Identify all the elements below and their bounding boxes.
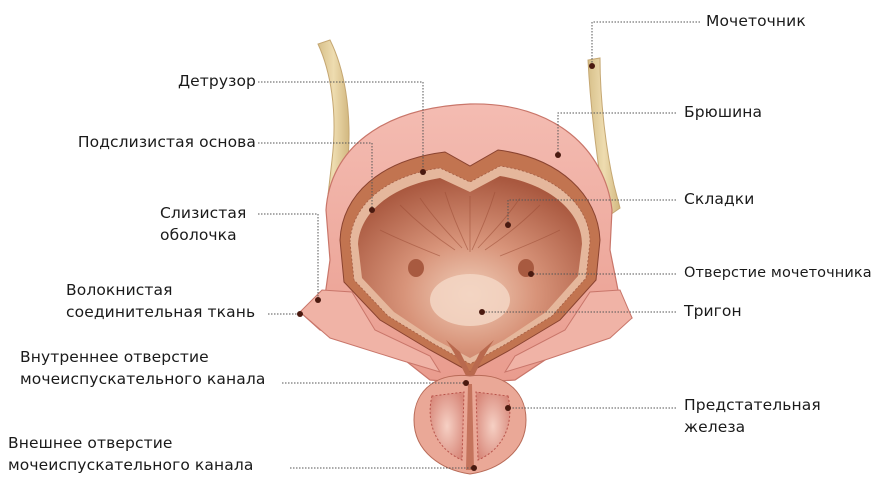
label-fibrous-tissue: Волокнистая соединительная ткань xyxy=(66,279,255,323)
label-prostate: Предстательная железа xyxy=(684,394,821,438)
label-ureteral-orifice-text: Отверстие мочеточника xyxy=(684,262,872,284)
label-fibrous-line2: соединительная ткань xyxy=(66,301,255,323)
label-prostate-line1: Предстательная xyxy=(684,394,821,416)
label-prostate-line2: железа xyxy=(684,416,821,438)
label-external-orifice-line2: мочеиспускательного канала xyxy=(8,454,253,476)
label-trigone: Тригон xyxy=(684,300,742,322)
label-internal-orifice-line2: мочеиспускательного канала xyxy=(20,368,265,390)
label-peritoneum-text: Брюшина xyxy=(684,101,762,123)
label-detrusor-text: Детрузор xyxy=(178,70,256,92)
label-external-orifice-line1: Внешнее отверстие xyxy=(8,432,253,454)
label-fibrous-line1: Волокнистая xyxy=(66,279,255,301)
label-internal-orifice: Внутреннее отверстие мочеиспускательного… xyxy=(20,346,265,390)
label-mucosa: Слизистая оболочка xyxy=(160,202,246,246)
trigone-area xyxy=(430,274,510,326)
label-internal-orifice-line1: Внутреннее отверстие xyxy=(20,346,265,368)
label-peritoneum: Брюшина xyxy=(684,101,762,123)
label-mucosa-line1: Слизистая xyxy=(160,202,246,224)
ureteral-orifice-left xyxy=(408,259,424,277)
label-detrusor: Детрузор xyxy=(178,70,256,92)
label-mucosa-line2: оболочка xyxy=(160,224,246,246)
label-rugae: Складки xyxy=(684,188,754,210)
label-ureteral-orifice: Отверстие мочеточника xyxy=(684,262,872,284)
label-rugae-text: Складки xyxy=(684,188,754,210)
label-trigone-text: Тригон xyxy=(684,300,742,322)
label-ureter: Мочеточник xyxy=(706,10,806,32)
label-submucosa: Подслизистая основа xyxy=(78,131,256,153)
label-ureter-text: Мочеточник xyxy=(706,10,806,32)
label-submucosa-text: Подслизистая основа xyxy=(78,131,256,153)
label-external-orifice: Внешнее отверстие мочеиспускательного ка… xyxy=(8,432,253,476)
